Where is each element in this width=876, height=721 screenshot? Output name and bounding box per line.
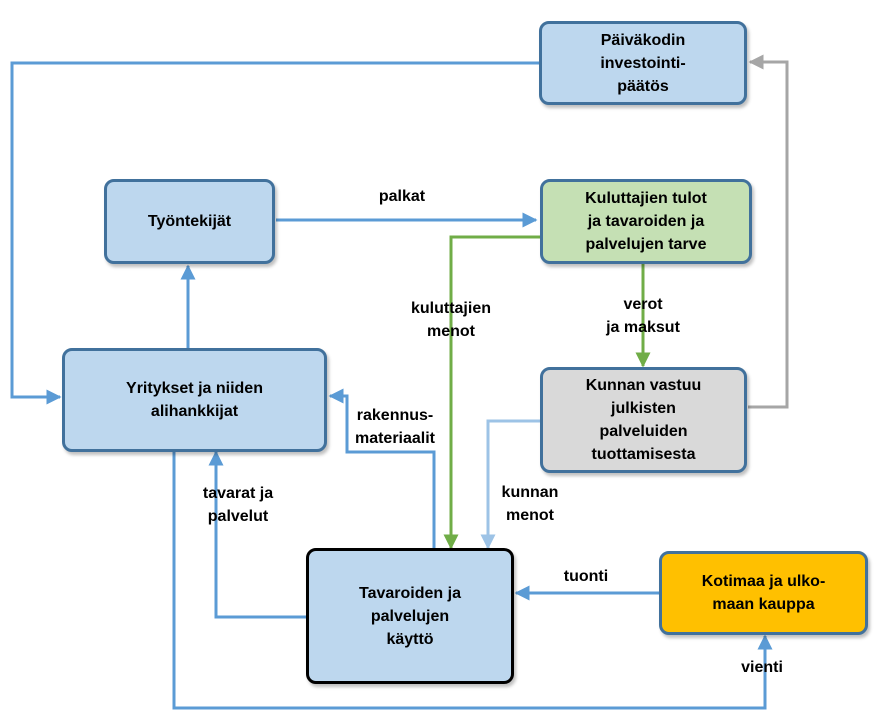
label-imports: tuonti	[563, 568, 609, 585]
arrow-municipality-to-investment	[748, 54, 789, 409]
arrow-exports	[172, 452, 773, 710]
label-goods: tavarat ja palvelut	[202, 485, 274, 525]
node-consumer-income: Kuluttajien tulot ja tavaroiden ja palve…	[540, 179, 752, 264]
label-municipal-spending: kunnan menot	[501, 484, 559, 524]
node-trade: Kotimaa ja ulko- maan kauppa	[659, 551, 868, 635]
label-wages: palkat	[378, 188, 426, 205]
label-materials: rakennus- materiaalit	[354, 407, 436, 447]
label-consumer-spending: kuluttajien menot	[410, 300, 491, 340]
label-taxes: verot ja maksut	[606, 296, 680, 336]
node-companies: Yritykset ja niiden alihankkijat	[62, 348, 327, 452]
arrow-materials	[328, 388, 436, 548]
node-workers: Työntekijät	[104, 179, 275, 264]
arrow-municipal-spending	[480, 419, 540, 550]
node-municipality: Kunnan vastuu julkisten palveluiden tuot…	[540, 367, 747, 473]
node-usage: Tavaroiden ja palvelujen käyttö	[306, 548, 514, 684]
arrow-goods	[208, 450, 306, 619]
arrow-consumer-spending	[443, 235, 540, 550]
label-exports: vienti	[741, 659, 783, 676]
arrow-investment-to-companies	[10, 61, 540, 405]
node-investment-decision: Päiväkodin investointi- päätös	[539, 21, 747, 105]
